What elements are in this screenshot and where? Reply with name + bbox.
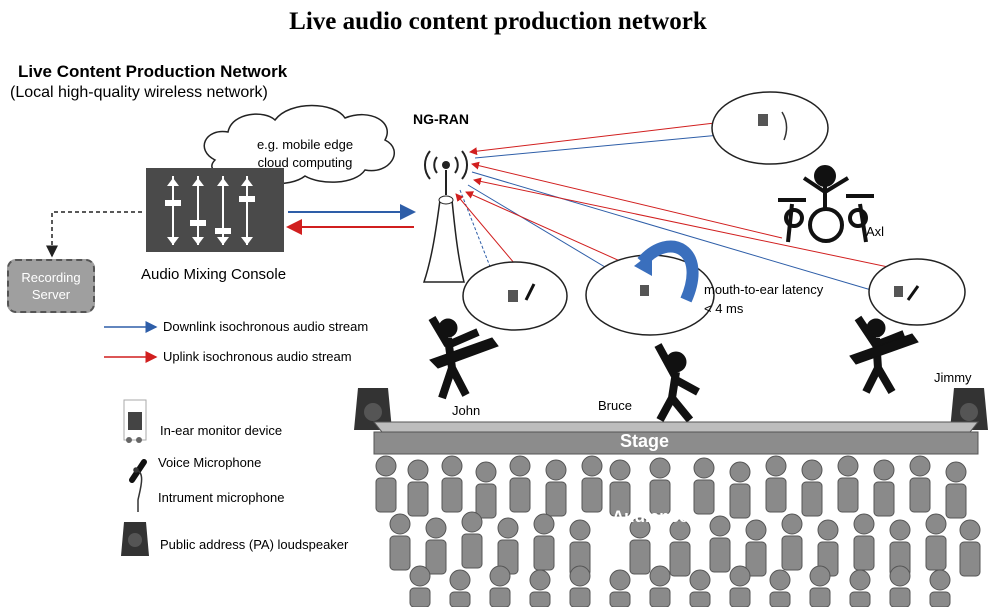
musician-bruce-label: Bruce [598,398,632,413]
instrument-microphone-icon [133,467,143,512]
diagram-title: Live audio content production network [289,8,707,35]
cloud-label-line2: cloud computing [257,155,353,170]
audience-label: Audience [612,507,689,526]
legend-downlink-label: Downlink isochronous audio stream [163,319,369,334]
musician-axl-drums-icon [778,165,874,243]
in-ear-monitor-icon [123,399,147,443]
bubble-devices [508,111,920,302]
ng-ran-label: NG-RAN [413,111,469,127]
legend-in-ear-label: In-ear monitor device [160,423,283,438]
recording-server-line1: Recording [21,270,81,285]
antenna-icon [422,150,469,283]
legend [104,321,158,556]
legend-instrument-mic-label: Intrument microphone [158,490,285,505]
musician-axl-label: Axl [866,224,885,239]
musician-bruce-icon [654,343,700,423]
network-title: Live Content Production Network [18,62,288,81]
latency-label: mouth-to-ear latency < 4 ms [704,282,824,316]
legend-uplink-label: Uplink isochronous audio stream [163,349,352,364]
musician-john-label: John [452,403,481,418]
pa-loudspeaker-icon [121,522,149,556]
latency-arrowhead [634,252,652,276]
recording-server: Recording Server [7,259,95,313]
console-label: Audio Mixing Console [141,266,287,283]
cloud-label-line1: e.g. mobile edge [256,137,354,152]
audio-mixing-console-icon [146,168,284,252]
pa-speaker-right-icon [950,388,988,430]
musician-jimmy-icon [849,315,919,395]
stage-label: Stage [620,431,670,451]
speech-bubbles [462,91,966,336]
audience-crowd [375,455,981,607]
legend-pa-label: Public address (PA) loudspeaker [160,537,349,552]
recording-server-line2: Server [31,287,71,302]
musician-jimmy-label: Jimmy [934,370,972,385]
network-subtitle: (Local high-quality wireless network) [10,84,268,101]
musician-john-icon [428,315,499,400]
pa-speaker-left-icon [354,388,392,430]
recording-link [46,211,142,258]
stage-platform [372,421,980,455]
legend-voice-mic-label: Voice Microphone [158,455,262,470]
